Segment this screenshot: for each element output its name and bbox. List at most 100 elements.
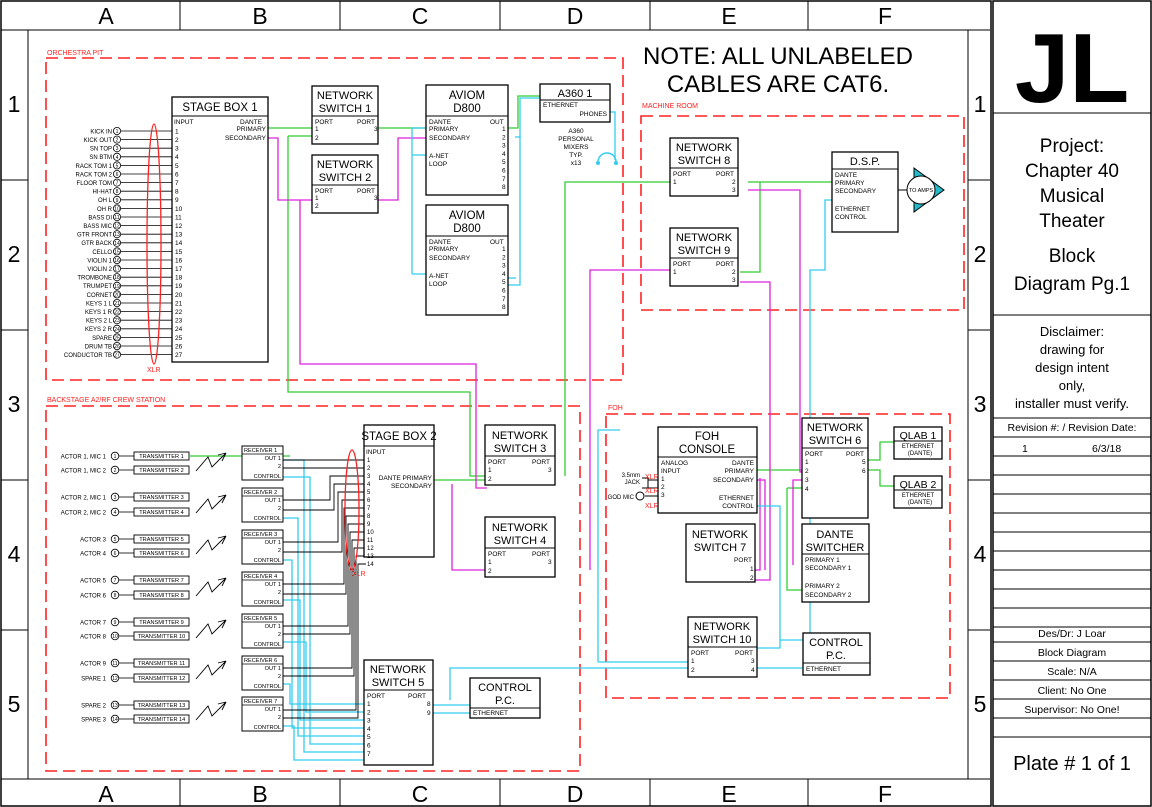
aviom1-anet: A-NET (429, 153, 449, 160)
project-line: Theater (1039, 211, 1105, 232)
ns4-port-num: 2 (488, 568, 492, 575)
stage-box-1-input-num: 8 (175, 189, 179, 196)
input-number: 18 (114, 275, 120, 281)
ns1-title: NETWORK (317, 90, 374, 102)
aviom-out-num: 8 (502, 184, 506, 191)
receiver-title: RECEIVER 5 (244, 616, 277, 622)
receiver-title: RECEIVER 1 (244, 448, 277, 454)
input-label: BASS MIC (83, 224, 112, 230)
input-number: 14 (114, 241, 120, 247)
receiver-box (241, 445, 284, 481)
receiver-title: RECEIVER 4 (244, 574, 277, 580)
stage-box-1-input-num: 23 (175, 318, 183, 325)
zone-orchestra-pit (45, 57, 624, 381)
stage-box-2-secondary: SECONDARY (391, 483, 433, 490)
aviom2-primary: PRIMARY (429, 246, 459, 253)
jack-label: JACK (625, 480, 640, 486)
input-number: 19 (114, 284, 120, 290)
input-label: FLOOR TOM (77, 181, 112, 187)
stage-box-1-title: STAGE BOX 1 (182, 102, 257, 114)
stage-box-1-input-num: 14 (175, 240, 183, 247)
ds-secondary-1: SECONDARY 1 (805, 565, 852, 572)
stage-box-1-input-num: 18 (175, 275, 183, 282)
aviom2-secondary: SECONDARY (429, 255, 471, 262)
transmitter-box (133, 617, 190, 627)
ns1-port-num: 3 (374, 126, 378, 133)
cpc2-title: CONTROL (809, 637, 863, 649)
project-line: Diagram Pg.1 (1014, 274, 1130, 295)
col-label-top: F (878, 3, 892, 29)
logo: JL (1015, 13, 1129, 123)
input-label: KEYS 1 R (85, 310, 113, 316)
receiver-control: CONTROL (254, 558, 281, 564)
row-label-left: 5 (8, 691, 21, 717)
ns6-port-num: 4 (805, 486, 809, 493)
ns3-port: PORT (488, 459, 506, 466)
aviom-out-num: 1 (502, 246, 506, 253)
foh-secondary: SECONDARY (713, 477, 755, 484)
control-pc-2: CONTROL P.C. ETHERNET (802, 632, 871, 676)
note-line: NOTE: ALL UNLABELED (643, 43, 913, 70)
receiver-box (241, 696, 284, 732)
stage-box-1-input-num: 13 (175, 232, 183, 239)
xlr-connector-icon (113, 144, 122, 153)
cpc1-title: P.C. (495, 695, 515, 707)
actor-number: 6 (114, 551, 117, 557)
xlr-bundle-2 (344, 449, 360, 571)
ns10-port-num: 2 (691, 667, 695, 674)
stage-box-1-input-num: 26 (175, 343, 183, 350)
ns8-port-num: 3 (732, 187, 736, 194)
col-label-bottom: A (98, 781, 114, 807)
transmitter-label: TRANSMITTER 13 (138, 703, 186, 709)
ns6-port: PORT (846, 451, 864, 458)
actor-number: 11 (112, 661, 117, 667)
control-pc-1: CONTROL P.C. ETHERNET (469, 677, 541, 719)
receiver-title: RECEIVER 6 (244, 658, 277, 664)
input-label: CORNET (87, 293, 113, 299)
foh-control: CONTROL (722, 503, 754, 510)
headphones-icon (597, 152, 617, 163)
ns4-port: PORT (532, 551, 550, 558)
stage-box-1-input-num: 27 (175, 352, 183, 359)
input-label: KEYS 2 L (86, 319, 113, 325)
aviom-out-num: 7 (502, 296, 506, 303)
ns6-port-num: 3 (805, 477, 809, 484)
qlab2-title: QLAB 2 (900, 479, 937, 491)
ns7-port-num: 1 (750, 566, 754, 573)
block-diagram-label: Block Diagram (1038, 647, 1107, 659)
ns8-title: NETWORK (676, 142, 733, 154)
revision-date: 6/3/18 (1092, 443, 1121, 455)
rf-signal-icon (195, 660, 227, 680)
ns7-title: SWITCH 7 (694, 542, 747, 554)
cpc1-ethernet: ETHERNET (473, 710, 508, 717)
ns5-port-num: 6 (367, 743, 371, 750)
col-label-bottom: B (252, 781, 267, 807)
actor-number: 12 (112, 676, 118, 682)
qlab2-dante: (DANTE) (908, 500, 932, 506)
input-number: 26 (114, 344, 120, 350)
actor-label: ACTOR 1, MIC 2 (61, 468, 107, 474)
stage-box-2: STAGE BOX 2 INPUT DANTE PRIMARY SECONDAR… (361, 424, 437, 568)
actor-label: ACTOR 3 (80, 537, 107, 543)
ns9-port: PORT (673, 261, 691, 268)
ns10-title: NETWORK (694, 621, 751, 633)
xlr-tag: XLR (645, 503, 659, 510)
project-line: Chapter 40 (1025, 161, 1119, 182)
aviom1-title: AVIOM (449, 90, 485, 102)
network-switch-8: NETWORK SWITCH 8 PORT PORT 1 2 3 (669, 137, 739, 197)
aviom2-out: OUT (490, 239, 504, 246)
cpc2-ethernet: ETHERNET (806, 666, 841, 673)
aviom-out-num: 2 (502, 254, 506, 261)
transmitter-label: TRANSMITTER 12 (138, 676, 186, 682)
ns9-port-num: 3 (732, 277, 736, 284)
row-label-right: 3 (974, 391, 987, 417)
col-label-bottom: E (721, 781, 736, 807)
transmitter-box (133, 590, 190, 600)
zone-label: FOH (608, 405, 623, 412)
ns5-port-num: 1 (367, 701, 371, 708)
stage-box-1-input-num: 4 (175, 154, 179, 161)
aviom1-title: D800 (453, 103, 481, 115)
aviom2-title: AVIOM (449, 210, 485, 222)
network-switch-2: NETWORK SWITCH 2 PORT PORT 1 2 3 (311, 154, 379, 214)
